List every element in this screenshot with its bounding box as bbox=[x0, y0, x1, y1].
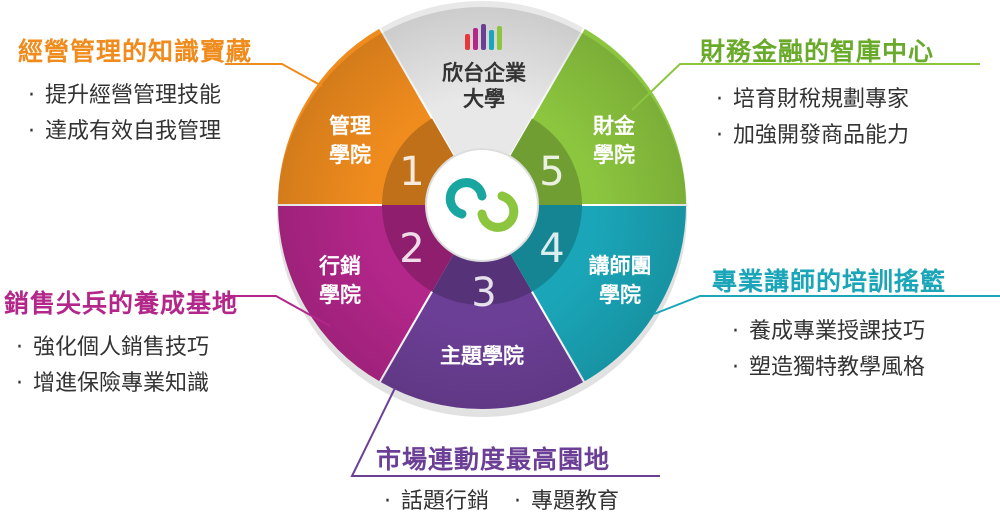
brand-bars-icon bbox=[465, 24, 502, 50]
callout-title-management: 經營管理的知識寶藏 bbox=[18, 37, 253, 66]
callout-bullets-management: 提升經營管理技能 達成有效自我管理 bbox=[28, 78, 221, 150]
connector-topic bbox=[350, 387, 660, 477]
inner-ring-lecturer bbox=[510, 205, 582, 292]
bullet-item: 話題行銷 bbox=[384, 484, 489, 520]
sector-label-finance-2: 學院 bbox=[593, 143, 635, 167]
bullet-item: 提升經營管理技能 bbox=[28, 78, 221, 114]
sector-number-finance: 5 bbox=[539, 149, 564, 195]
callout-bullets-finance: 培育財稅規劃專家 加強開發商品能力 bbox=[716, 82, 909, 154]
center-name-line2: 大學 bbox=[463, 87, 505, 111]
callout-title-sales: 銷售尖兵的養成基地 bbox=[4, 289, 239, 318]
center-hub bbox=[425, 148, 539, 262]
sector-label-management-1: 管理 bbox=[329, 114, 371, 138]
inner-ring-management bbox=[382, 118, 454, 205]
inner-ring-finance bbox=[510, 118, 582, 205]
callout-bullets-topic: 話題行銷 專題教育 bbox=[384, 484, 637, 520]
callout-title-topic: 市場連動度最高園地 bbox=[376, 445, 611, 474]
callout-bullets-lecturer: 養成專業授課技巧 塑造獨特教學風格 bbox=[732, 314, 925, 386]
bullet-item: 強化個人銷售技巧 bbox=[16, 330, 209, 366]
sector-label-lecturer-2: 學院 bbox=[599, 283, 641, 307]
bullet-item: 專題教育 bbox=[514, 484, 619, 520]
sector-number-lecturer: 4 bbox=[539, 226, 564, 272]
sector-label-sales-2: 學院 bbox=[319, 283, 361, 307]
bullet-item: 加強開發商品能力 bbox=[716, 118, 909, 154]
bullet-item: 培育財稅規劃專家 bbox=[716, 82, 909, 118]
connector-lecturer bbox=[653, 295, 1000, 315]
inner-ring-sales bbox=[381, 205, 454, 292]
sector-label-lecturer-1: 講師團 bbox=[589, 254, 652, 278]
sector-number-management: 1 bbox=[399, 149, 424, 195]
callout-title-finance: 財務金融的智庫中心 bbox=[700, 37, 935, 66]
callout-bullets-sales: 強化個人銷售技巧 增進保險專業知識 bbox=[16, 330, 209, 402]
sector-label-topic: 主題學院 bbox=[440, 344, 524, 368]
sector-label-management-2: 學院 bbox=[329, 143, 371, 167]
sector-label-sales-1: 行銷 bbox=[318, 254, 361, 278]
bullet-item: 養成專業授課技巧 bbox=[732, 314, 925, 350]
connector-management bbox=[225, 63, 323, 87]
sector-number-topic: 3 bbox=[471, 270, 496, 316]
sector-number-sales: 2 bbox=[399, 226, 424, 272]
connector-sales bbox=[225, 295, 331, 327]
bullet-item: 達成有效自我管理 bbox=[28, 114, 221, 150]
bullet-item: 塑造獨特教學風格 bbox=[732, 350, 925, 386]
center-logo-icon bbox=[445, 178, 519, 232]
inner-ring-topic bbox=[432, 253, 532, 305]
connector-finance bbox=[631, 63, 980, 111]
bullet-item: 增進保險專業知識 bbox=[16, 366, 209, 402]
sector-label-finance-1: 財金 bbox=[593, 114, 636, 138]
callout-title-lecturer: 專業講師的培訓搖籃 bbox=[712, 267, 947, 296]
center-name-line1: 欣台企業 bbox=[442, 61, 527, 85]
